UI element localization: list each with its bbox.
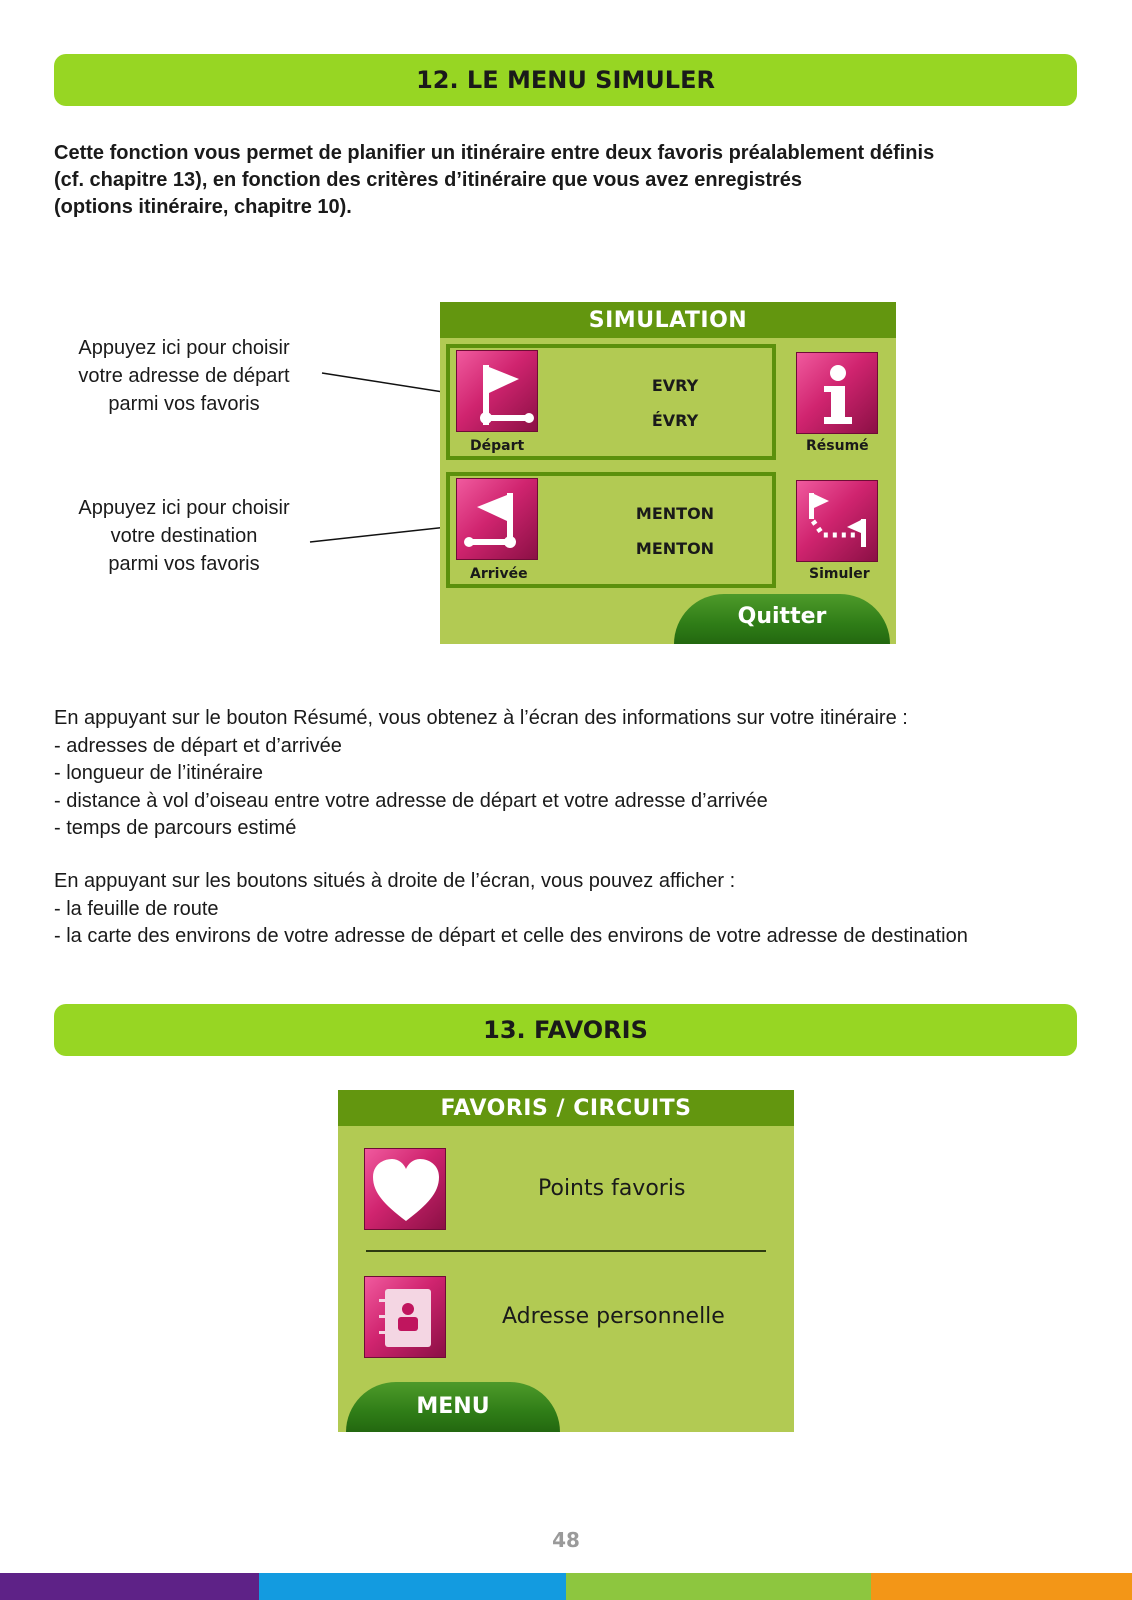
text-line: - la feuille de route <box>54 897 219 920</box>
callout-line: Appuyez ici pour choisir <box>78 337 290 359</box>
text-line: En appuyant sur les boutons situés à dro… <box>54 870 736 892</box>
arrivee-field[interactable]: Arrivée MENTON MENTON <box>446 472 776 588</box>
simuler-button[interactable] <box>796 480 878 562</box>
text-line: - adresses de départ et d’arrivée <box>54 734 342 757</box>
strip-orange <box>871 1573 1132 1600</box>
text-line: - distance à vol d’oiseau entre votre ad… <box>54 789 768 812</box>
section-header-favoris: 13. FAVORIS <box>54 1004 1077 1056</box>
resume-button[interactable] <box>796 352 878 434</box>
screen-title: FAVORIS / CIRCUITS <box>338 1090 794 1126</box>
info-icon <box>824 365 852 424</box>
footer-color-strip <box>0 1573 1132 1600</box>
heart-icon <box>373 1159 439 1221</box>
depart-field[interactable]: Départ EVRY ÉVRY <box>446 344 776 460</box>
divider <box>366 1250 766 1252</box>
buttons-description: En appuyant sur les boutons situés à dro… <box>54 868 1084 951</box>
callout-line: parmi vos favoris <box>108 553 260 575</box>
text-line: En appuyant sur le bouton Résumé, vous o… <box>54 707 908 729</box>
points-favoris-button[interactable] <box>364 1148 446 1230</box>
callout-line: parmi vos favoris <box>108 393 260 415</box>
points-favoris-label[interactable]: Points favoris <box>538 1176 686 1201</box>
strip-purple <box>0 1573 259 1600</box>
intro-text: Cette fonction vous permet de planifier … <box>54 140 1074 221</box>
adresse-personnelle-button[interactable] <box>364 1276 446 1358</box>
arrivee-city-line1: MENTON <box>635 504 715 523</box>
adresse-personnelle-label[interactable]: Adresse personnelle <box>502 1304 725 1329</box>
callout-depart: Appuyez ici pour choisir votre adresse d… <box>54 334 314 418</box>
screen-title: SIMULATION <box>440 302 896 338</box>
page-number: 48 <box>552 1528 580 1552</box>
arrivee-city-line2: MENTON <box>635 539 715 558</box>
intro-line: (options itinéraire, chapitre 10). <box>54 196 352 218</box>
callout-line: votre destination <box>110 525 258 547</box>
start-flag-icon[interactable] <box>456 350 538 432</box>
resume-label: Résumé <box>806 438 869 454</box>
resume-description: En appuyant sur le bouton Résumé, vous o… <box>54 705 1084 843</box>
depart-city-line2: ÉVRY <box>651 411 699 430</box>
quit-button[interactable]: Quitter <box>674 594 890 644</box>
simulation-screen: SIMULATION Départ EVRY ÉVRY Arrivée <box>440 302 896 644</box>
section-title: 12. LE MENU SIMULER <box>416 66 715 94</box>
section-title: 13. FAVORIS <box>483 1016 648 1044</box>
callout-arrivee: Appuyez ici pour choisir votre destinati… <box>54 494 314 578</box>
menu-button[interactable]: MENU <box>346 1382 560 1432</box>
address-book-icon <box>379 1289 431 1347</box>
intro-line: (cf. chapitre 13), en fonction des critè… <box>54 169 803 191</box>
callout-line: votre adresse de départ <box>78 365 290 387</box>
depart-city-line1: EVRY <box>651 376 699 395</box>
arrivee-label: Arrivée <box>470 566 528 582</box>
text-line: - la carte des environs de votre adresse… <box>54 925 968 947</box>
intro-line: Cette fonction vous permet de planifier … <box>54 142 935 164</box>
menu-label: MENU <box>416 1394 490 1419</box>
finish-flag-icon[interactable] <box>456 478 538 560</box>
section-header-simuler: 12. LE MENU SIMULER <box>54 54 1077 106</box>
simuler-label: Simuler <box>809 566 870 582</box>
text-line: - longueur de l’itinéraire <box>54 762 264 784</box>
quit-label: Quitter <box>737 604 827 629</box>
callout-line: Appuyez ici pour choisir <box>78 497 290 519</box>
text-line: - temps de parcours estimé <box>54 817 297 839</box>
depart-label: Départ <box>470 438 525 454</box>
strip-blue <box>259 1573 566 1600</box>
strip-green <box>566 1573 871 1600</box>
favoris-screen: FAVORIS / CIRCUITS Points favoris Adress… <box>338 1090 794 1432</box>
route-icon <box>809 493 866 547</box>
